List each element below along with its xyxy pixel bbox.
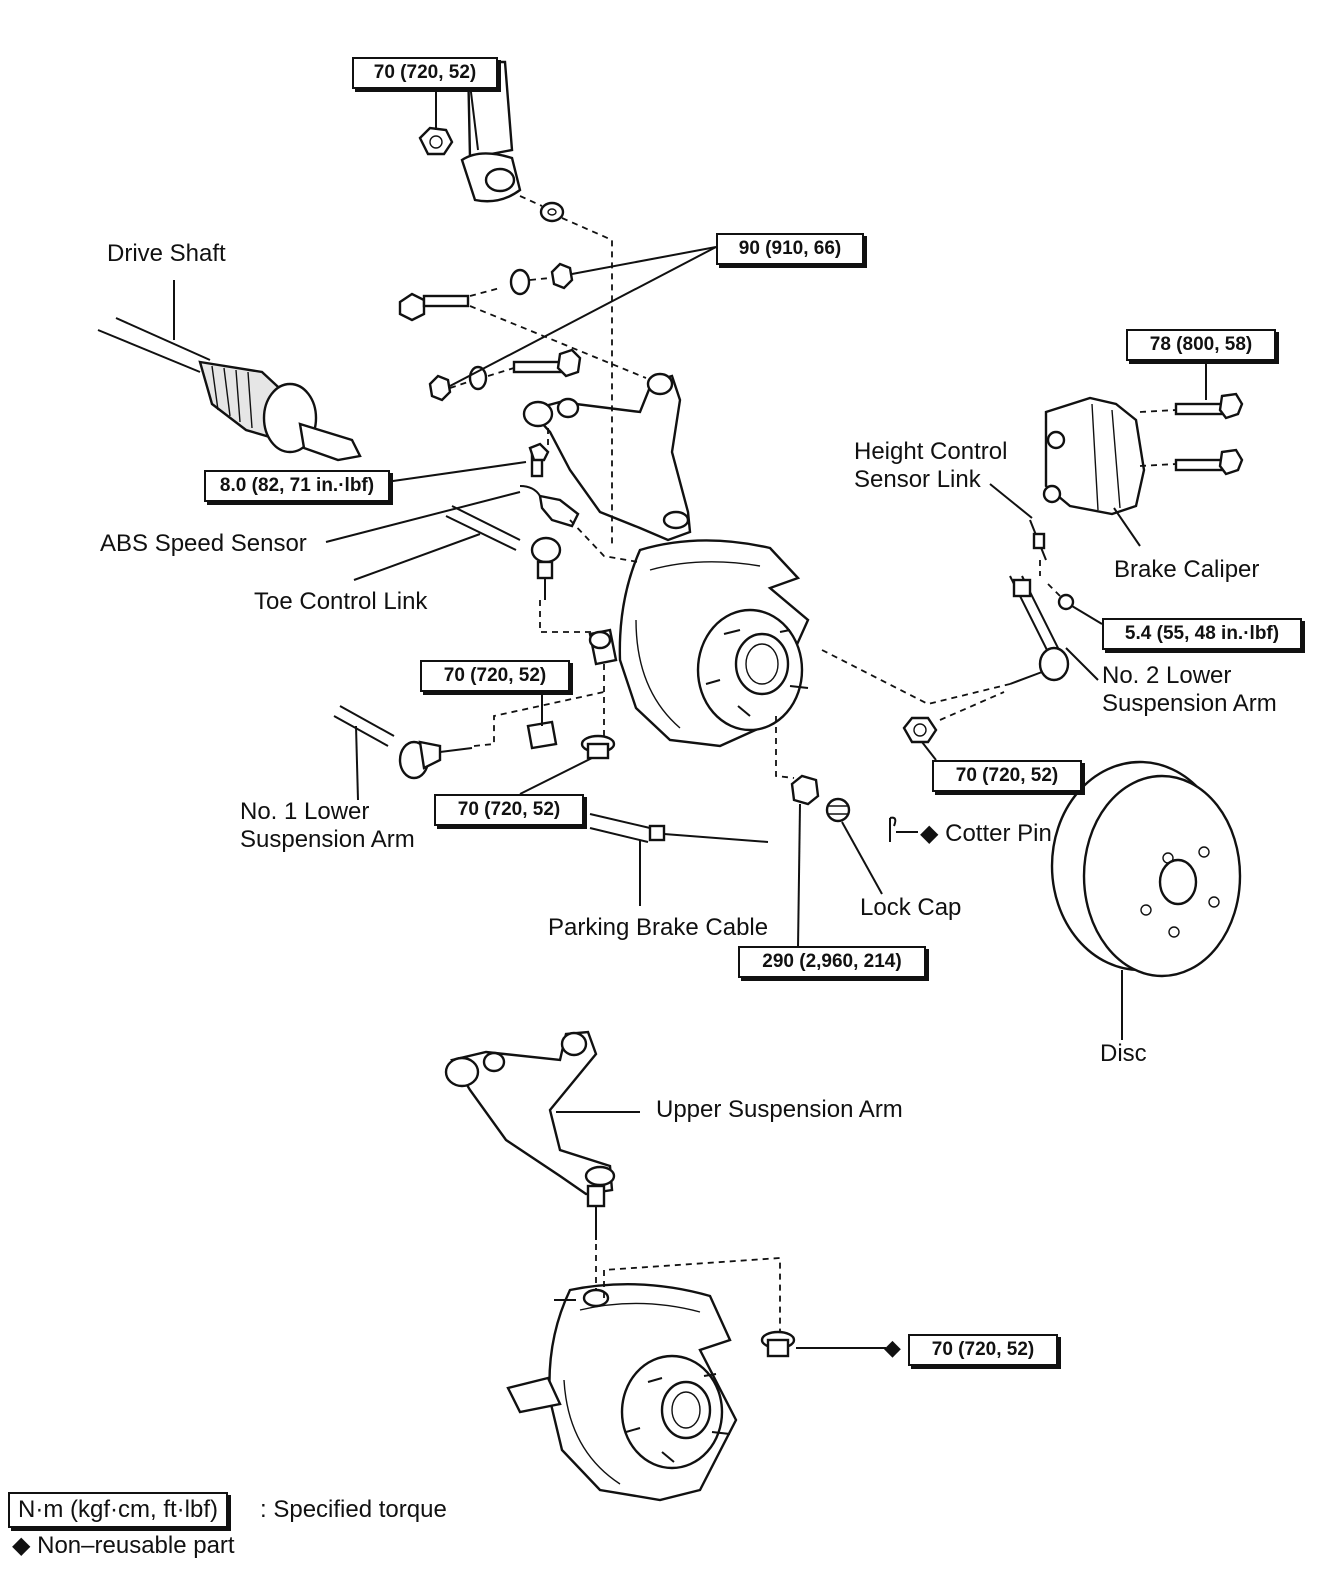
label-drive-shaft: Drive Shaft <box>107 240 226 267</box>
torque-ball-joint-nut: 70 (720, 52) <box>908 1334 1058 1366</box>
brake-disc <box>1050 760 1242 978</box>
torque-shock-top: 70 (720, 52) <box>352 57 498 89</box>
label-toe-control-link: Toe Control Link <box>254 588 428 615</box>
label-no2-lower-arm-line2: Suspension Arm <box>1102 690 1277 717</box>
washer-1 <box>509 268 531 296</box>
label-cotter-pin: ◆ Cotter Pin <box>920 820 1052 847</box>
lock-cap <box>825 797 851 823</box>
torque-knuckle-nut: 70 (720, 52) <box>434 794 584 826</box>
legend-nonreusable: ◆ Non–reusable part <box>12 1532 235 1559</box>
label-height-control-line2: Sensor Link <box>854 466 981 493</box>
brake-caliper <box>1042 396 1146 516</box>
knuckle-bolt-nut <box>580 734 616 760</box>
upper-arm-bolt-2 <box>512 348 582 378</box>
knuckle-detail <box>506 1283 738 1502</box>
shock-washer <box>539 201 565 223</box>
label-no2-lower-arm-line1: No. 2 Lower <box>1102 662 1232 689</box>
torque-caliper-bolts: 78 (800, 58) <box>1126 329 1276 361</box>
upper-suspension-arm-installed <box>522 372 692 542</box>
label-brake-caliper: Brake Caliper <box>1114 556 1260 583</box>
label-lock-cap: Lock Cap <box>860 894 962 921</box>
parking-brake-cable <box>589 813 769 843</box>
toe-control-link <box>445 505 562 600</box>
torque-no2-lower-arm-nut: 70 (720, 52) <box>932 760 1082 792</box>
label-upper-suspension-arm: Upper Suspension Arm <box>656 1096 903 1123</box>
upper-arm-bolt-1 <box>398 292 470 322</box>
nonreusable-marker: ◆ <box>884 1335 901 1360</box>
no2-lower-suspension-arm <box>1009 575 1070 685</box>
label-disc: Disc <box>1100 1040 1147 1067</box>
torque-abs-sensor-bolt: 8.0 (82, 71 in.·lbf) <box>204 470 390 502</box>
assembly-dashed-lines <box>449 195 1177 1332</box>
abs-sensor-bolt <box>528 442 550 478</box>
torque-no1-lower-arm-nut: 70 (720, 52) <box>420 660 570 692</box>
label-abs-speed-sensor: ABS Speed Sensor <box>100 530 307 557</box>
hub-nut <box>790 774 820 806</box>
caliper-bolt-2 <box>1174 448 1244 476</box>
abs-speed-sensor <box>519 485 580 528</box>
ball-joint-nut <box>760 1330 796 1358</box>
height-control-sensor-link <box>1029 519 1047 561</box>
label-no1-lower-arm-line1: No. 1 Lower <box>240 798 370 825</box>
legend-torque-box: N·m (kgf·cm, ft·lbf) <box>8 1492 228 1528</box>
torque-hub-nut: 290 (2,960, 214) <box>738 946 926 978</box>
shock-nut <box>418 126 454 156</box>
upper-suspension-arm-detail <box>444 1030 616 1240</box>
torque-height-sensor-nut: 5.4 (55, 48 in.·lbf) <box>1102 618 1302 650</box>
label-no1-lower-arm-line2: Suspension Arm <box>240 826 415 853</box>
leader-lines <box>173 83 1207 1349</box>
torque-upper-arm-bolts: 90 (910, 66) <box>716 233 864 265</box>
cotter-pin <box>889 816 897 842</box>
no2-arm-nut <box>902 716 938 744</box>
caliper-bolt-1 <box>1174 392 1244 420</box>
drive-shaft <box>97 317 362 462</box>
nut-2 <box>428 374 452 402</box>
no1-lower-suspension-arm <box>333 705 473 780</box>
legend-torque-text: : Specified torque <box>260 1496 447 1523</box>
height-sensor-nut <box>1057 593 1075 611</box>
label-height-control-line1: Height Control <box>854 438 1008 465</box>
knuckle-hub-assembly <box>588 539 810 748</box>
label-parking-brake-cable: Parking Brake Cable <box>548 914 769 941</box>
no1-arm-nut <box>526 720 558 750</box>
nut-1 <box>550 262 574 290</box>
